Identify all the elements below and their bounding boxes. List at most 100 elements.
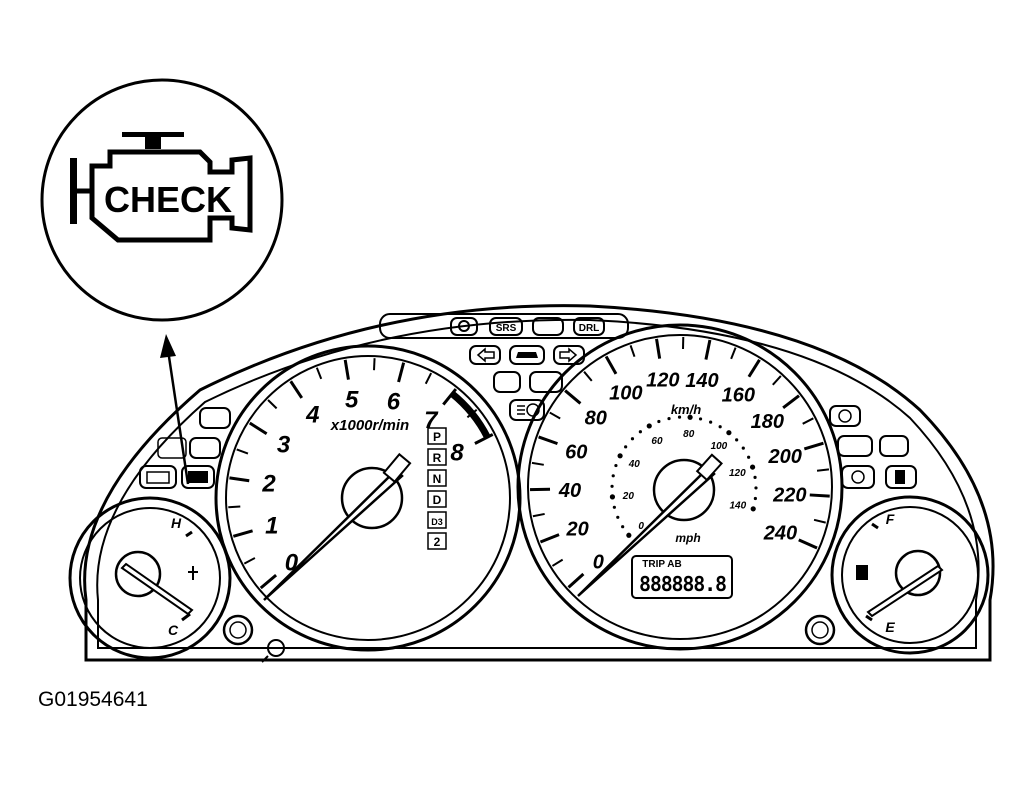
mph-label-120: 120 (729, 468, 746, 479)
kmh-tick (551, 558, 564, 567)
kmh-tick (798, 538, 818, 550)
gear-label-R: R (433, 451, 442, 465)
mph-dot (709, 420, 713, 424)
tach-hub (340, 466, 404, 530)
oil-pressure-icon (189, 437, 221, 459)
tach-label-1: 1 (265, 512, 278, 539)
top-indicators: SRS DRL (450, 317, 605, 421)
kmh-label-40: 40 (558, 480, 581, 502)
cluster-housing (83, 304, 995, 662)
kmh-label-160: 160 (722, 385, 755, 407)
mph-dot (741, 446, 745, 450)
kmh-tick (704, 339, 712, 360)
tach-tick (466, 409, 478, 419)
srs-label: SRS (496, 323, 517, 334)
tach-tick (243, 557, 256, 565)
drl-indicator (573, 317, 605, 336)
tach-label-5: 5 (345, 386, 359, 413)
gear-label-D: D (433, 493, 442, 507)
check-engine-callout: CHECK (40, 78, 284, 485)
kmh-label-0: 0 (593, 552, 604, 574)
mph-dot (667, 416, 671, 421)
gear-box (427, 427, 447, 445)
odometer-display (631, 555, 733, 599)
maint-required-icon (529, 371, 563, 393)
brake-icon (851, 470, 865, 484)
kmh-tick (782, 394, 800, 410)
security-icon (838, 409, 852, 423)
door-open-icon (516, 352, 538, 358)
gear-box (427, 490, 447, 508)
tach-tick (442, 388, 458, 406)
small-check-engine-icon (188, 471, 208, 483)
arrow-head-icon (160, 334, 176, 358)
temperature-gauge: H C (68, 496, 232, 660)
tach-needle (263, 468, 404, 601)
mph-dot (698, 417, 703, 421)
seat-belt-icon (532, 317, 564, 336)
tach-tick (343, 359, 350, 380)
mph-label-60: 60 (651, 436, 663, 447)
mph-dot (609, 494, 616, 500)
coolant-temp-icon (188, 566, 198, 580)
mph-dot (750, 506, 756, 512)
kmh-tick (629, 345, 636, 358)
gear-label-N: N (433, 472, 442, 486)
check-label: CHECK (104, 179, 232, 220)
kmh-tick (816, 468, 830, 472)
gear-box (427, 511, 447, 529)
tach-tick (248, 421, 268, 436)
kmh-tick (604, 355, 618, 375)
tach-label-2: 2 (261, 471, 276, 498)
mph-dot (612, 505, 616, 509)
mph-dot (726, 430, 732, 436)
kmh-tick (802, 417, 814, 425)
mph-label-100: 100 (711, 441, 728, 452)
kmh-tick (655, 338, 662, 359)
mph-dot (677, 415, 682, 419)
kmh-label-60: 60 (565, 441, 587, 463)
kmh-label-20: 20 (566, 518, 589, 540)
kmh-label-120: 120 (646, 369, 679, 391)
tach-label-6: 6 (387, 388, 401, 415)
kmh-tick (803, 441, 824, 451)
right-knob (804, 614, 836, 646)
mph-dot (624, 445, 628, 449)
kmh-label-100: 100 (609, 382, 642, 404)
fuel-pump-icon (856, 565, 868, 580)
tach-tick (424, 372, 433, 385)
trip-label: TRIP AB (642, 559, 681, 570)
odometer-value: 888888.8 (639, 572, 727, 596)
tach-tick (315, 367, 323, 380)
tach-label-3: 3 (277, 431, 291, 458)
kmh-label-140: 140 (685, 370, 718, 392)
mph-label-20: 20 (622, 491, 635, 502)
mph-dot (754, 486, 758, 490)
mph-dot (626, 532, 632, 538)
temp-hot-label: H (171, 515, 182, 531)
kmh-label-200: 200 (768, 446, 802, 468)
kmh-label-180: 180 (751, 411, 784, 433)
kmh-tick (772, 375, 782, 386)
traction-control-icon (837, 435, 873, 457)
mph-label-40: 40 (628, 459, 641, 470)
mph-dot (735, 438, 739, 442)
mph-dot (621, 525, 625, 529)
check-engine-icon: CHECK (70, 132, 253, 243)
left-knob (222, 614, 254, 646)
turn-left-icon (476, 347, 495, 363)
drl-label: DRL (579, 323, 600, 334)
low-oil-icon (199, 407, 231, 429)
mph-label-0: 0 (638, 521, 644, 532)
abs-icon (450, 317, 478, 336)
kmh-tick (549, 411, 561, 420)
kmh-tick (538, 435, 558, 446)
knobs (222, 614, 836, 663)
kmh-tick (747, 358, 761, 378)
kmh-tick (809, 493, 830, 498)
low-fuel-icon (895, 470, 905, 484)
mph-dot (610, 484, 614, 488)
